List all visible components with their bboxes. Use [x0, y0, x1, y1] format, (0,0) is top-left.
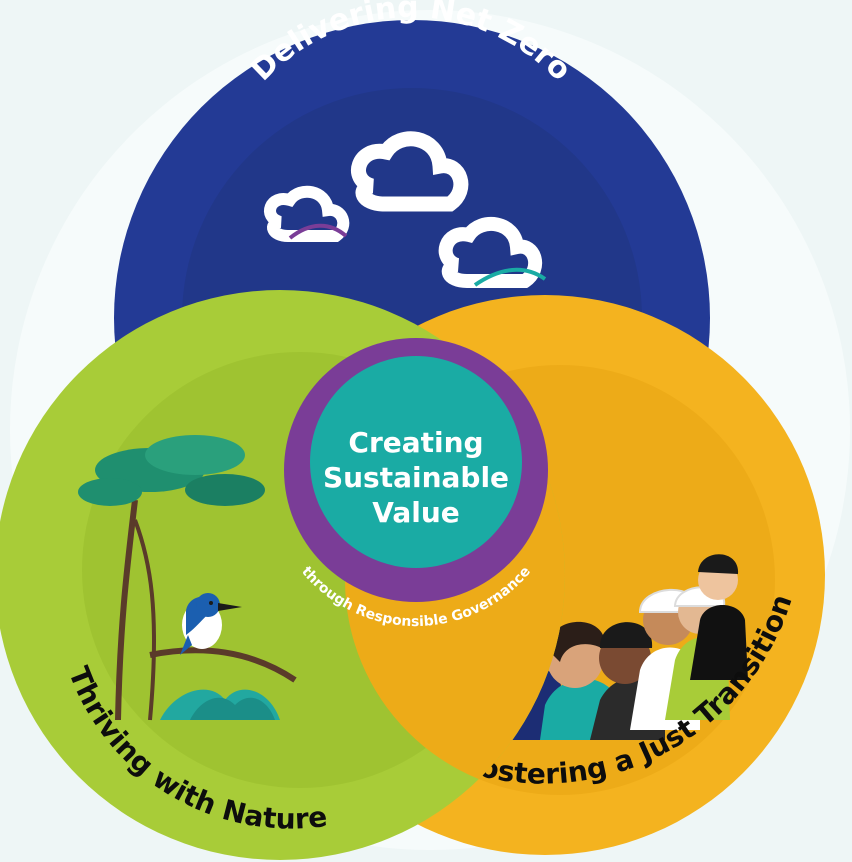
cloud-icon — [264, 185, 350, 242]
kingfisher-icon — [180, 593, 242, 655]
center-fill — [310, 356, 522, 568]
center-title-line-3: Value — [372, 496, 460, 529]
cloud-icon — [351, 131, 469, 212]
tree-icon — [78, 435, 297, 721]
cloud-icon — [438, 216, 547, 288]
center-title-line-1: Creating — [348, 426, 483, 459]
center-title-line-2: Sustainable — [323, 461, 509, 494]
center-badge: Creating Sustainable Value through Respo… — [284, 338, 548, 630]
